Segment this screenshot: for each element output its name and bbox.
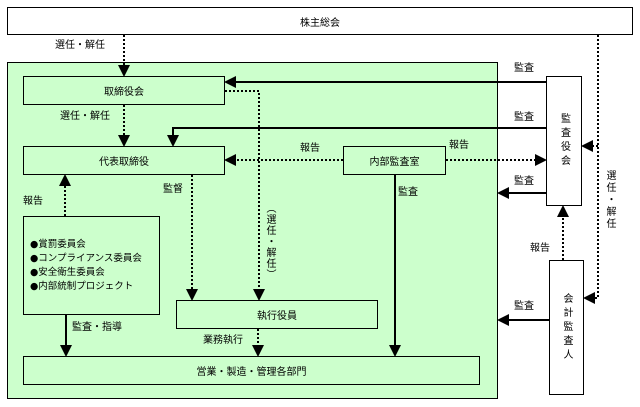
board-of-directors-box: 取締役会 — [23, 76, 225, 105]
departments-label: 営業・製造・管理各部門 — [196, 367, 307, 378]
label-elect-dismiss-rep: 選任・解任 — [60, 111, 110, 122]
label-elect-dismiss-auditors: 選任・解任 — [604, 170, 615, 230]
audit-board-box: 監査役会 — [546, 76, 582, 206]
executive-officers-label: 執行役員 — [257, 311, 297, 322]
label-supervise: 監督 — [163, 184, 183, 195]
executive-officers-box: 執行役員 — [176, 300, 378, 329]
label-report-committees: 報告 — [23, 196, 43, 207]
committee-item: ●内部統制プロジェクト — [30, 280, 134, 292]
label-report-accounting: 報告 — [530, 243, 550, 254]
label-elect-dismiss-exec: （選任・解任） — [264, 203, 275, 280]
label-audit-internal: 監査 — [398, 187, 418, 198]
representative-director-label: 代表取締役 — [99, 157, 149, 168]
label-report-internal-rep: 報告 — [300, 143, 320, 154]
committee-item: ●安全衛生委員会 — [30, 266, 105, 278]
internal-audit-office-label: 内部監査室 — [369, 157, 420, 168]
representative-director-box: 代表取締役 — [23, 146, 225, 175]
accounting-auditor-box: 会計監査人 — [549, 260, 584, 395]
committees-list: ●賞罰委員会 ●コンプライアンス委員会 ●安全衛生委員会 ●内部統制プロジェクト — [30, 238, 142, 294]
label-elect-dismiss-board: 選任・解任 — [55, 40, 105, 51]
audit-board-label: 監査役会 — [558, 113, 570, 169]
accounting-auditor-label: 会計監査人 — [561, 292, 572, 363]
departments-box: 営業・製造・管理各部門 — [23, 356, 480, 385]
label-audit-company: 監査 — [514, 176, 534, 187]
edge-board-to-exec — [225, 90, 265, 301]
committee-item: ●コンプライアンス委員会 — [30, 252, 142, 264]
board-of-directors-label: 取締役会 — [104, 87, 144, 98]
label-audit-board: 監査 — [514, 63, 534, 74]
label-report-internal-auditboard: 報告 — [449, 140, 469, 151]
edge-shareholders-to-auditors — [583, 35, 599, 304]
committee-item: ●賞罰委員会 — [30, 238, 86, 250]
label-audit-accounting: 監査 — [514, 301, 534, 312]
label-business-execution: 業務執行 — [203, 335, 243, 346]
edge-auditboard-to-rep — [167, 127, 546, 147]
committees-box: ●賞罰委員会 ●コンプライアンス委員会 ●安全衛生委員会 ●内部統制プロジェクト — [23, 216, 160, 315]
shareholders-meeting-label: 株主総会 — [300, 17, 340, 29]
shareholders-meeting-box: 株主総会 — [7, 7, 633, 35]
label-audit-rep: 監査 — [514, 112, 534, 123]
internal-audit-office-box: 内部監査室 — [343, 146, 446, 175]
label-audit-guidance: 監査・指導 — [72, 322, 122, 333]
